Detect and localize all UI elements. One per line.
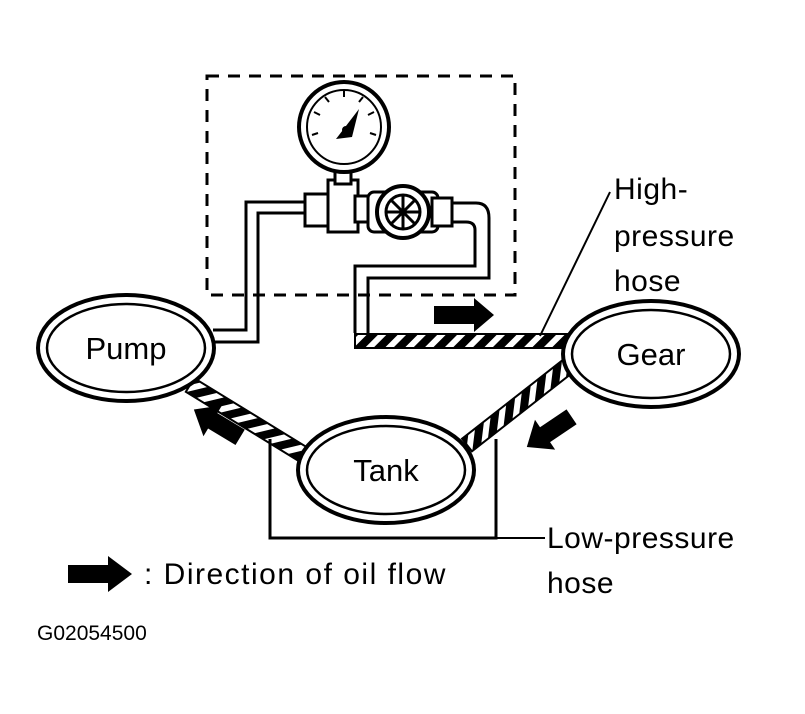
tank-reservoir-outline: [268, 439, 498, 540]
shutoff-valve-icon: [366, 184, 454, 240]
high-pressure-label-line1: High-: [614, 173, 688, 206]
tank-label: Tank: [353, 453, 419, 488]
low-pressure-label-line2: hose: [547, 567, 614, 600]
valve-to-gear-pipe: [353, 201, 491, 333]
tank-component: Tank: [296, 415, 476, 525]
high-pressure-hose: [354, 333, 576, 349]
flow-arrow-tank-to-pump: [193, 405, 245, 446]
high-pressure-leader-line: [539, 191, 611, 337]
pressure-gauge-box: [205, 74, 517, 297]
pump-component: Pump: [36, 293, 216, 403]
flow-arrow-gear-to-tank: [526, 409, 577, 450]
legend-arrow-icon: [68, 556, 132, 592]
high-pressure-label-line2: pressure: [614, 220, 735, 253]
tee-fitting: [303, 168, 375, 234]
pressure-gauge-icon: [297, 80, 391, 174]
low-pressure-label-line1: Low-pressure: [547, 522, 735, 555]
gear-label: Gear: [617, 337, 686, 372]
low-pressure-hose-tank-gear: [460, 354, 580, 453]
high-pressure-label-line3: hose: [614, 265, 681, 298]
gear-component: Gear: [561, 299, 741, 409]
pump-to-gauge-pipe: [205, 200, 308, 344]
flow-arrow-high-pressure: [434, 298, 494, 332]
pump-label: Pump: [86, 331, 167, 366]
figure-code: G02054500: [37, 622, 147, 645]
legend-text: : Direction of oil flow: [144, 558, 447, 591]
